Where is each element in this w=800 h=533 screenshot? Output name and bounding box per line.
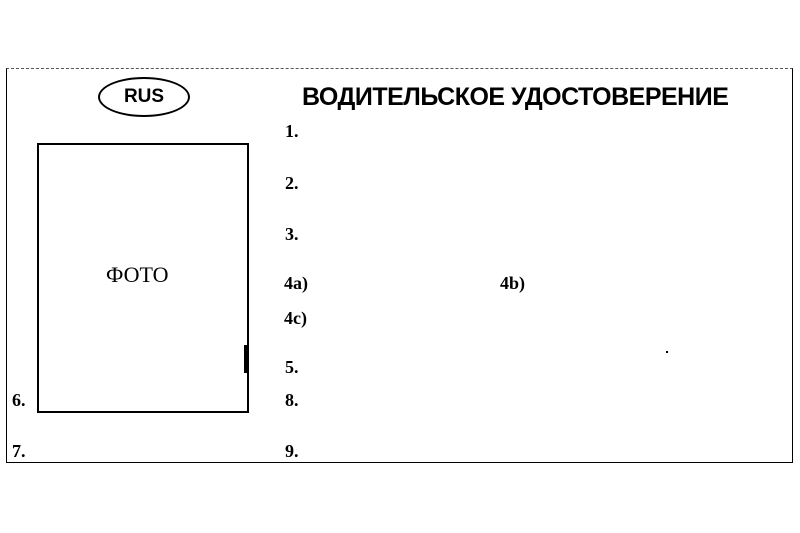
license-card-border <box>6 68 793 463</box>
field-3-label: 3. <box>285 224 299 244</box>
photo-label: ФОТО <box>106 262 169 287</box>
field-4a-label: 4a) <box>284 273 308 293</box>
field-4b-label: 4b) <box>500 273 526 293</box>
field-5-label: 5. <box>285 357 299 377</box>
stray-dot <box>666 351 668 353</box>
field-7-label: 7. <box>12 441 26 461</box>
field-8-label: 8. <box>285 390 299 410</box>
field-6-label: 6. <box>12 390 26 410</box>
license-title: ВОДИТЕЛЬСКОЕ УДОСТОВЕРЕНИЕ <box>302 83 729 111</box>
field-4c-label: 4c) <box>284 308 307 328</box>
country-code-oval: RUS <box>98 77 190 117</box>
field-1-label: 1. <box>285 121 299 141</box>
field-9-label: 9. <box>285 441 299 461</box>
photo-box-mark <box>244 345 247 373</box>
photo-placeholder <box>37 143 249 413</box>
country-code: RUS <box>123 86 165 107</box>
field-2-label: 2. <box>285 173 299 193</box>
